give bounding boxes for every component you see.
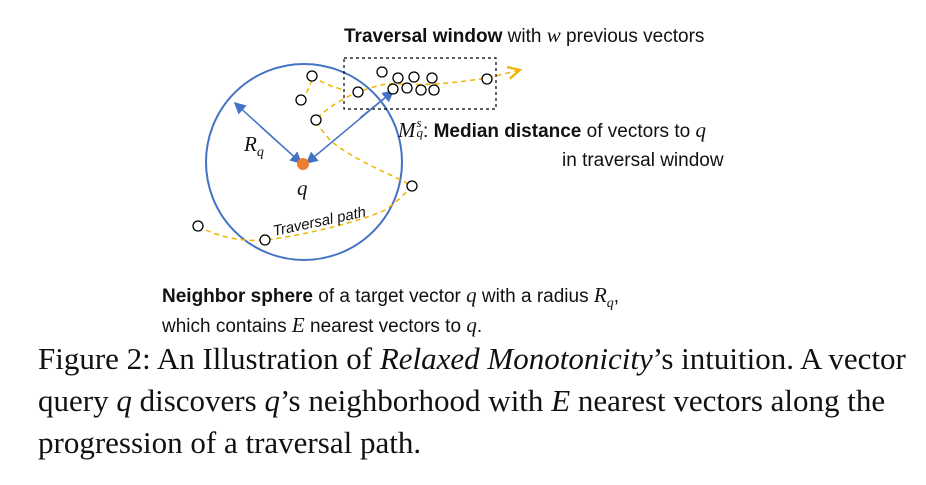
radius-label: Rq [244,132,264,160]
neighbor-sphere-label-line2: which contains E nearest vectors to q. [162,313,483,337]
traversal-path-label: Traversal path [271,204,367,240]
vector-point [387,83,399,95]
vector-point [428,84,440,96]
vector-point [310,114,322,126]
traversal-window-bold: Traversal window [344,26,503,47]
vector-point [406,180,418,192]
vector-point [352,86,364,98]
query-point [297,158,309,170]
median-distance-label-line2: in traversal window [562,150,724,171]
vector-point [392,72,404,84]
radius-arrow-line-back [259,125,303,165]
vector-point [295,94,307,106]
neighbor-sphere-label: Neighbor sphere of a target vector q wit… [162,283,619,311]
traversal-path-line [197,70,520,242]
vector-point [306,70,318,82]
query-label: q [297,176,308,200]
vector-point [376,66,388,78]
vector-point [481,73,493,85]
vector-point [408,71,420,83]
vector-point [192,220,204,232]
traversal-window-box [343,57,497,110]
vector-point [259,234,271,246]
vector-point [415,84,427,96]
traversal-window-label: Traversal window with w previous vectors [344,23,705,47]
figure-caption: Figure 2: An Illustration of Relaxed Mon… [38,341,906,460]
traversal-path-branch [300,74,346,101]
vector-points [192,66,493,246]
vector-point [401,82,413,94]
neighbor-sphere [205,63,403,261]
vector-point [426,72,438,84]
relaxed-monotonicity-diagram: Traversal path Traversal window with w p… [162,23,926,337]
median-distance-arrow-back [359,90,395,119]
diagram-canvas: Traversal path [192,57,926,261]
